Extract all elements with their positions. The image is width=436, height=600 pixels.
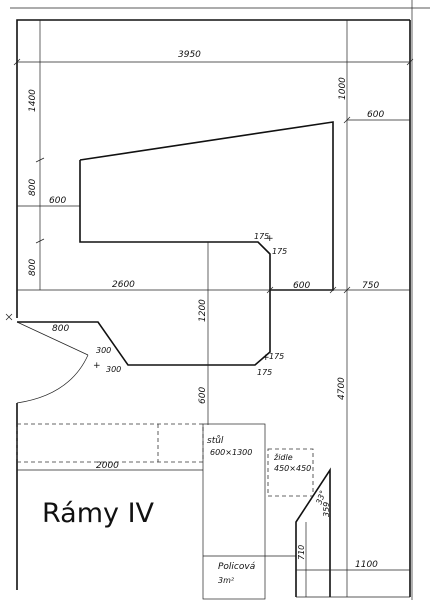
dim-175-a: 175 xyxy=(254,232,269,241)
dim-600-left: 600 xyxy=(49,196,66,206)
dim-2600: 2600 xyxy=(112,280,135,290)
shelf-label: Policová xyxy=(218,562,256,572)
door-leaf xyxy=(16,321,89,356)
dim-1100: 1100 xyxy=(355,560,378,570)
dim-800-lower: 800 xyxy=(28,259,38,276)
dim-600-top: 600 xyxy=(367,110,384,120)
dim-1400: 1400 xyxy=(28,89,38,112)
table-size-label: 600×1300 xyxy=(210,448,252,457)
dim-175-c: 175 xyxy=(269,352,284,361)
door-swing-arc xyxy=(16,354,89,404)
dim-300-b: 300 xyxy=(106,365,121,374)
dim-750: 750 xyxy=(362,281,379,291)
table-label: stůl xyxy=(207,435,224,446)
dim-600-lower: 600 xyxy=(198,387,208,404)
central-fixture-inner xyxy=(79,160,271,290)
dim-2000: 2000 xyxy=(96,461,119,471)
angled-wall-bottom-right xyxy=(295,467,331,597)
bottom-cabinet-row xyxy=(16,423,204,463)
svg-text:+: + xyxy=(93,361,101,371)
svg-text:+: + xyxy=(266,234,274,244)
dim-800-upper: 800 xyxy=(28,179,38,196)
dim-175-b: 175 xyxy=(272,247,287,256)
shelf-area-label: 3m² xyxy=(218,576,235,585)
dim-3950: 3950 xyxy=(178,50,201,60)
dim-door-800: 800 xyxy=(52,324,69,334)
dim-4700: 4700 xyxy=(337,377,347,400)
dim-1200: 1200 xyxy=(198,299,208,322)
table-rect xyxy=(202,423,266,600)
dim-359: 359 xyxy=(322,502,331,517)
chair-size-label: 450×450 xyxy=(274,464,311,473)
drawing-title: Rámy IV xyxy=(42,498,155,529)
dim-710: 710 xyxy=(297,545,306,560)
svg-text:+: + xyxy=(262,353,270,363)
outer-wall-top-left xyxy=(16,19,410,318)
dim-1000: 1000 xyxy=(338,77,348,100)
dim-175-d: 175 xyxy=(257,368,272,377)
central-fixture-outline xyxy=(17,121,334,366)
chair-rect xyxy=(267,448,314,497)
dim-300-a: 300 xyxy=(96,346,111,355)
dim-600-mid: 600 xyxy=(293,281,310,291)
chair-label: židle xyxy=(273,453,293,462)
